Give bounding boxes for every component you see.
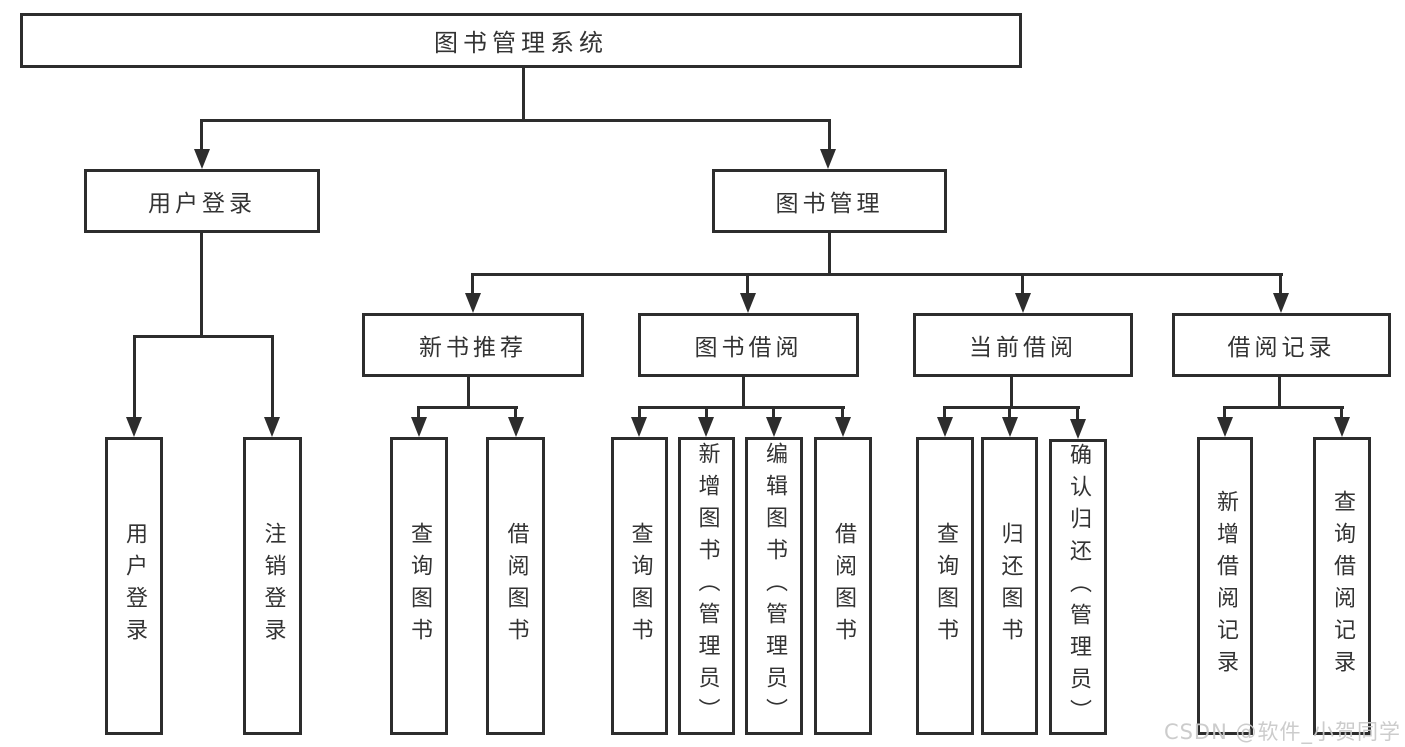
connector-line xyxy=(200,119,203,152)
connector-line xyxy=(1223,406,1226,420)
leaf-edit-book-admin: 编辑图书（管理员） xyxy=(745,437,803,735)
arrow-down-icon xyxy=(194,149,210,169)
leaf-add-borrow-record: 新增借阅记录 xyxy=(1197,437,1253,735)
node-current-borrowing: 当前借阅 xyxy=(913,313,1133,377)
arrow-down-icon xyxy=(766,417,782,437)
connector-line xyxy=(705,406,708,420)
connector-line xyxy=(1010,377,1013,409)
arrow-down-icon xyxy=(1070,419,1086,439)
connector-line xyxy=(417,406,420,420)
connector-line xyxy=(1278,376,1281,409)
node-user-login: 用户登录 xyxy=(84,169,320,233)
arrow-down-icon xyxy=(1002,417,1018,437)
leaf-query-borrow-record: 查询借阅记录 xyxy=(1313,437,1371,735)
connector-line xyxy=(638,406,845,409)
connector-line xyxy=(1008,406,1011,420)
leaf-query-book-2: 查询图书 xyxy=(611,437,668,735)
node-library-management-system: 图书管理系统 xyxy=(20,13,1022,68)
leaf-logout: 注销登录 xyxy=(243,437,302,735)
arrow-down-icon xyxy=(264,417,280,437)
connector-line xyxy=(742,377,745,409)
leaf-query-book-3: 查询图书 xyxy=(916,437,974,735)
watermark: CSDN @软件_小贺同学 xyxy=(1163,720,1401,744)
leaf-query-book-1: 查询图书 xyxy=(390,437,448,735)
connector-line xyxy=(746,273,749,296)
leaf-add-book-admin: 新增图书（管理员） xyxy=(678,437,735,735)
leaf-borrow-book-1: 借阅图书 xyxy=(486,437,545,735)
arrow-down-icon xyxy=(820,149,836,169)
arrow-down-icon xyxy=(631,417,647,437)
connector-line xyxy=(417,406,518,409)
arrow-down-icon xyxy=(1273,293,1289,313)
connector-line xyxy=(200,233,203,338)
connector-line xyxy=(133,335,136,420)
connector-line xyxy=(828,233,831,276)
connector-line xyxy=(841,406,844,420)
arrow-down-icon xyxy=(937,417,953,437)
node-borrowing-records: 借阅记录 xyxy=(1172,313,1391,377)
leaf-user-login: 用户登录 xyxy=(105,437,163,735)
connector-line xyxy=(522,68,525,122)
connector-line xyxy=(638,406,641,420)
arrow-down-icon xyxy=(1217,417,1233,437)
connector-line xyxy=(828,119,831,152)
connector-line xyxy=(1279,273,1282,296)
connector-line xyxy=(772,406,775,420)
arrow-down-icon xyxy=(698,417,714,437)
connector-line xyxy=(1076,406,1079,422)
connector-line xyxy=(471,273,474,296)
connector-line xyxy=(1340,406,1343,420)
connector-line xyxy=(943,406,946,420)
connector-line xyxy=(1223,406,1344,409)
arrow-down-icon xyxy=(465,293,481,313)
arrow-down-icon xyxy=(740,293,756,313)
arrow-down-icon xyxy=(1015,293,1031,313)
connector-line xyxy=(1021,273,1024,296)
arrow-down-icon xyxy=(508,417,524,437)
connector-line xyxy=(133,335,274,338)
connector-line xyxy=(514,406,517,420)
node-new-book-recommend: 新书推荐 xyxy=(362,313,584,377)
arrow-down-icon xyxy=(1334,417,1350,437)
node-book-borrowing: 图书借阅 xyxy=(638,313,859,377)
connector-line xyxy=(467,377,470,409)
leaf-confirm-return-admin: 确认归还（管理员） xyxy=(1049,439,1107,735)
leaf-borrow-book-2: 借阅图书 xyxy=(814,437,872,735)
arrow-down-icon xyxy=(411,417,427,437)
connector-line xyxy=(271,335,274,420)
connector-line xyxy=(943,406,1080,409)
leaf-return-book: 归还图书 xyxy=(981,437,1038,735)
arrow-down-icon xyxy=(835,417,851,437)
connector-line xyxy=(471,273,1283,276)
connector-line xyxy=(200,119,831,122)
node-book-management: 图书管理 xyxy=(712,169,947,233)
arrow-down-icon xyxy=(126,417,142,437)
